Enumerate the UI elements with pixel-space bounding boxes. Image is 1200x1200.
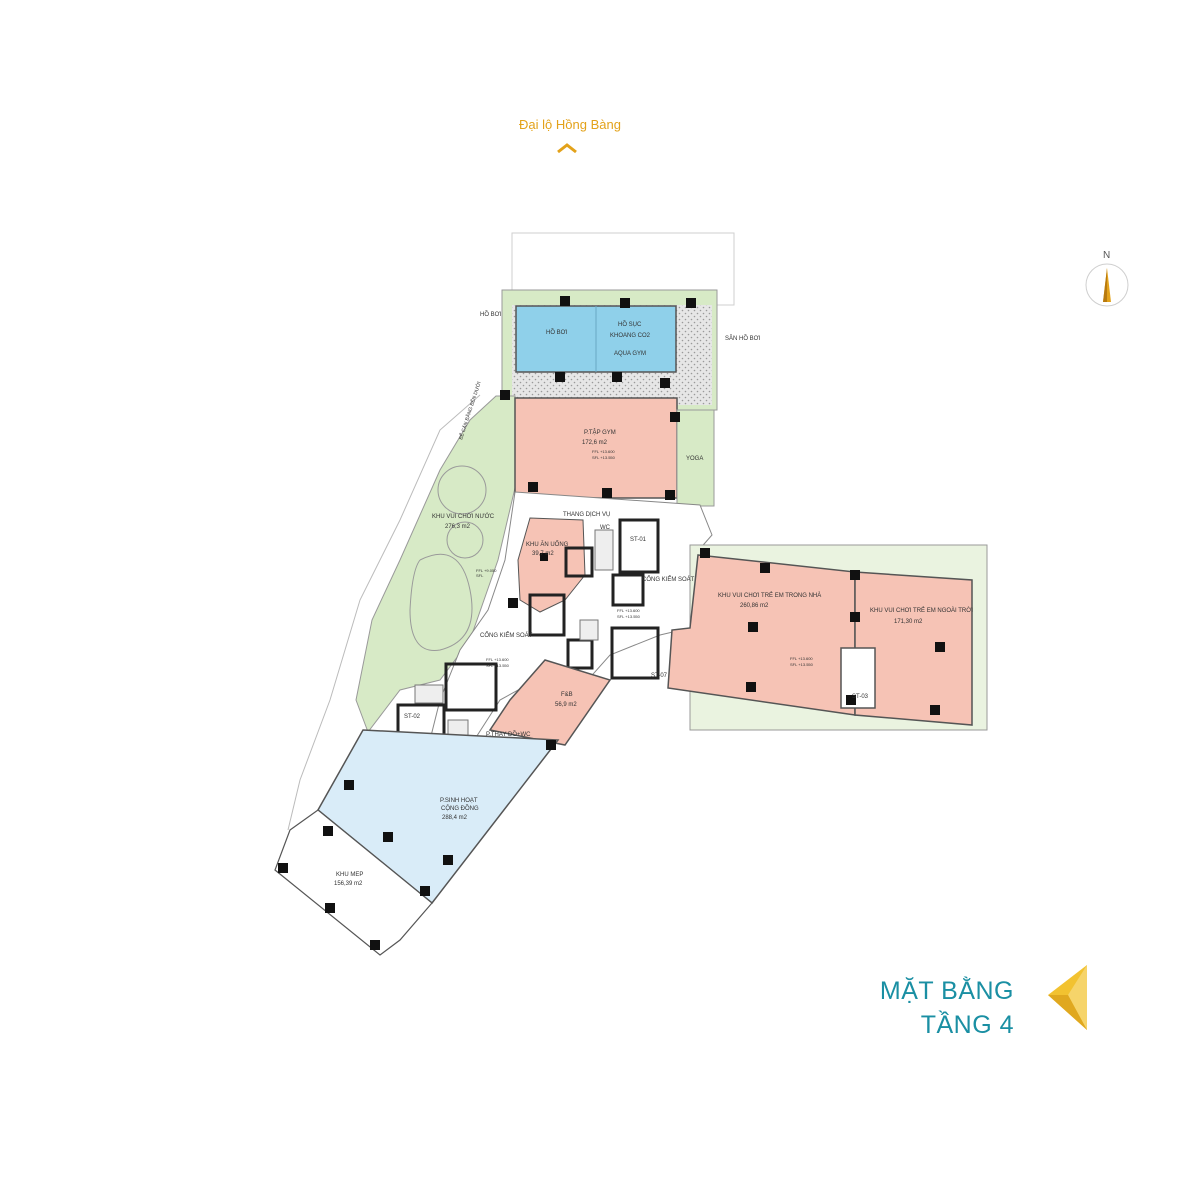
label-khoang-co2: KHOANG CO2: [610, 333, 651, 339]
compass-icon: [1085, 263, 1129, 307]
fnb-room: [488, 659, 612, 746]
water-play-area: [355, 395, 516, 734]
columns: [278, 296, 945, 950]
gym-room: [514, 397, 678, 499]
label-thang-dich-vu: THANG DỊCH VỤ: [563, 512, 610, 518]
label-khu-vui-choi-nuoc-area: 276,3 m2: [445, 524, 471, 530]
label-ho-boi-outside: HỒ BƠI: [480, 311, 502, 318]
slide-curve: [409, 553, 473, 651]
label-khu-an-uong-area: 39,7 m2: [532, 551, 554, 557]
core-shafts: [396, 518, 660, 753]
label-st07: ST-07: [651, 673, 668, 679]
label-st02: ST-02: [404, 714, 421, 720]
label-tap-gym: P.TẬP GYM: [584, 429, 616, 436]
label-tap-gym-area: 172,6 m2: [582, 440, 608, 446]
level-tap-gym-ffl: FFL +13.600: [592, 449, 615, 454]
play-circle: [446, 521, 484, 559]
level-left-sfl: SFL +13.550: [486, 663, 510, 668]
label-khu-an-uong: KHU ĂN UỐNG: [526, 541, 569, 548]
level-nuoc-sfl: SFL: [476, 573, 484, 578]
label-ngoai-troi: KHU VUI CHƠI TRẺ EM NGOÀI TRỜI: [870, 607, 973, 614]
label-sinh-hoat: P.SINH HOẠT: [440, 798, 478, 804]
label-trong-nha-area: 260,86 m2: [740, 603, 769, 609]
title-line-2: TẦNG 4: [920, 1011, 1014, 1039]
label-ho-boi: HỒ BƠI: [546, 329, 568, 336]
label-fnb: F&B: [561, 692, 573, 698]
outer-boundary: [287, 394, 481, 831]
level-core-ffl: FFL +13.600: [617, 608, 640, 613]
label-ho-suc: HỒ SỤC: [618, 321, 642, 328]
indoor-kids-room: [667, 554, 856, 716]
level-trong-nha-sfl: SFL +13.550: [790, 662, 814, 667]
mep-area: [274, 809, 433, 956]
label-cong-kiem-soat-left: CỔNG KIỂM SOÁT: [480, 632, 533, 639]
street-name: Đại lộ Hồng Bàng: [519, 117, 621, 132]
level-nuoc-ffl: FFL +9.050: [476, 568, 497, 573]
title-line-1: MẶT BẰNG: [879, 977, 1014, 1005]
triangle-left-icon: [1048, 965, 1087, 1030]
label-sinh-hoat-2: CỘNG ĐỒNG: [441, 805, 479, 812]
label-yoga: YOGA: [686, 456, 703, 462]
label-aqua-gym: AQUA GYM: [614, 351, 646, 357]
label-fnb-area: 56,9 m2: [555, 702, 577, 708]
level-trong-nha-ffl: FFL +13.600: [790, 656, 813, 661]
label-thay-do-wc: P.THAY ĐỒ+WC: [486, 731, 531, 738]
page-title: MẶT BẰNG TẦNG 4: [880, 974, 1014, 1042]
compass-north-label: N: [1103, 250, 1110, 261]
level-core-sfl: SFL +13.550: [617, 614, 641, 619]
label-san-ho-boi: SÂN HỒ BƠI: [725, 335, 761, 342]
label-wc: WC: [600, 525, 611, 531]
label-khu-vui-choi-nuoc: KHU VUI CHƠI NƯỚC: [432, 513, 495, 520]
play-circle: [437, 465, 487, 515]
label-khu-mep-area: 156,39 m2: [334, 881, 363, 887]
label-st03: ST-03: [852, 694, 869, 700]
label-trong-nha: KHU VUI CHƠI TRẺ EM TRONG NHÀ: [718, 592, 821, 599]
label-ngoai-troi-area: 171,30 m2: [894, 619, 923, 625]
chevron-up-icon: [557, 143, 577, 154]
label-cong-kiem-soat-right: CỔNG KIỂM SOÁT: [642, 576, 695, 583]
label-sinh-hoat-area: 288,4 m2: [442, 815, 468, 821]
level-left-ffl: FFL +13.600: [486, 657, 509, 662]
label-st01: ST-01: [630, 537, 647, 543]
yoga-area: [676, 409, 715, 507]
level-tap-gym-sfl: SFL +13.550: [592, 455, 616, 460]
food-area: [517, 517, 586, 613]
label-khu-mep: KHU MEP: [336, 872, 363, 878]
